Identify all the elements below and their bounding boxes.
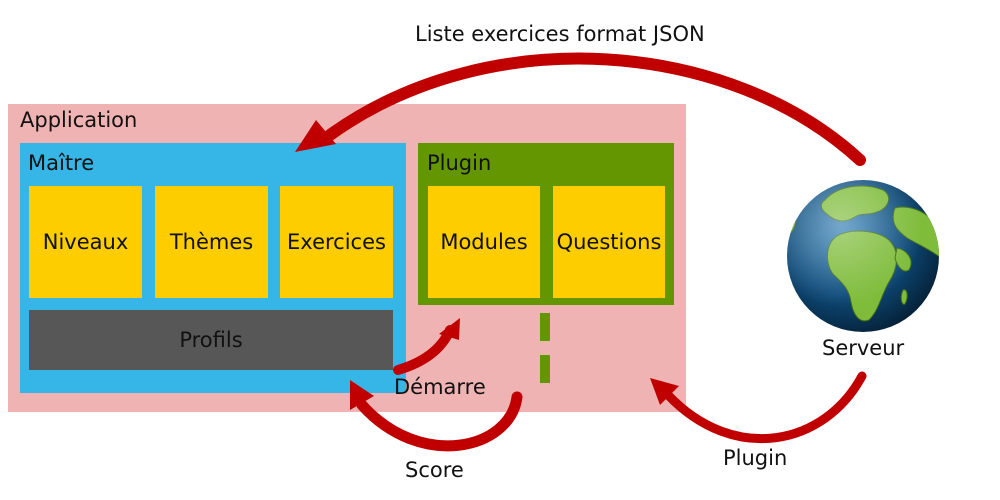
arrow-label-score: Score [405, 458, 464, 482]
arrow-label-start: Démarre [394, 375, 486, 399]
arrowhead-exercise-list [295, 120, 336, 152]
arrow-start [393, 325, 455, 375]
arrowhead-start [439, 318, 460, 340]
globe-icon [785, 178, 941, 334]
arrow-label-exercise-list: Liste exercices format JSON [415, 22, 705, 46]
arrow-score [356, 391, 523, 452]
plugin-title: Plugin [427, 151, 492, 175]
arrowhead-plugin [650, 378, 679, 405]
profils-bar: Profils [29, 310, 393, 370]
application-title: Application [20, 108, 138, 132]
server-label: Serveur [822, 336, 905, 360]
plugin-connector-dash [540, 355, 550, 383]
maitre-title: Maître [28, 151, 95, 175]
maitre-tile-themes: Thèmes [155, 186, 268, 298]
maitre-tile-exercices: Exercices [280, 186, 393, 298]
plugin-connector-dash [540, 313, 550, 341]
arrow-label-plugin: Plugin [723, 446, 788, 470]
arrow-plugin [663, 371, 867, 444]
maitre-tile-niveaux: Niveaux [29, 186, 142, 298]
arrowhead-score [350, 380, 374, 410]
plugin-tile-questions: Questions [553, 186, 665, 298]
plugin-tile-modules: Modules [428, 186, 540, 298]
arrow-exercise-list [324, 52, 866, 166]
